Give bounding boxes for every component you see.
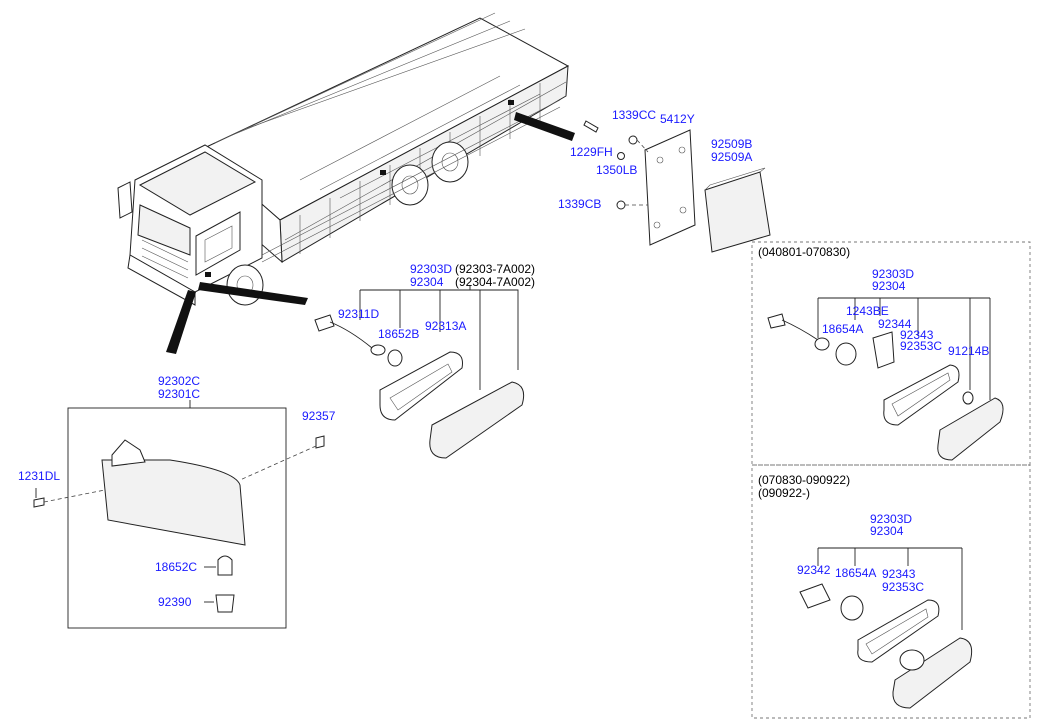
label-92304[interactable]: 92304 — [410, 275, 444, 289]
pointer-swoosh-side — [198, 282, 308, 305]
label-92390[interactable]: 92390 — [158, 595, 192, 609]
bulb-18652C — [217, 555, 233, 576]
nut-1339CC — [628, 135, 638, 145]
label-92509A[interactable]: 92509A — [711, 150, 752, 164]
label-b1-92303D[interactable]: 92303D — [872, 267, 914, 281]
socket-92342 — [799, 583, 831, 609]
side-repeater-group — [314, 285, 525, 459]
corner-lamp-92302C — [101, 459, 246, 546]
label-b2-92343[interactable]: 92343 — [882, 567, 916, 581]
screw-1229FH — [583, 120, 599, 133]
nut-92357 — [315, 435, 325, 449]
label-1350LB[interactable]: 1350LB — [596, 163, 637, 177]
gasket-92313A — [379, 351, 463, 421]
label-1231DL[interactable]: 1231DL — [18, 469, 60, 483]
variant-2004-parts — [767, 297, 1004, 461]
label-b1-92353C[interactable]: 92353C — [900, 339, 942, 353]
bulb-18652B — [387, 349, 403, 367]
lens-92303D-2004 — [937, 397, 1004, 461]
box2-period-1: (070830-090922) — [758, 473, 850, 487]
license-plate-assembly — [583, 120, 771, 253]
lens-92303D-2007 — [892, 637, 973, 709]
label-18652B[interactable]: 18652B — [378, 327, 419, 341]
label-92357[interactable]: 92357 — [302, 409, 336, 423]
label-92313A[interactable]: 92313A — [425, 319, 466, 333]
bracket-92344 — [872, 331, 895, 369]
label-b1-92344[interactable]: 92344 — [878, 317, 912, 331]
label-5412Y[interactable]: 5412Y — [660, 112, 695, 126]
label-b2-92303D[interactable]: 92303D — [870, 512, 912, 526]
box2-period-2: (090922-) — [758, 486, 810, 500]
side-lens-92303D — [429, 381, 525, 459]
label-92303-7A002: (92303-7A002) — [455, 262, 535, 276]
label-92304-7A002: (92304-7A002) — [455, 275, 535, 289]
label-b2-92353C[interactable]: 92353C — [882, 580, 924, 594]
variant-2007-parts — [799, 547, 973, 709]
gasket-92343-2007 — [857, 599, 940, 663]
label-92302C[interactable]: 92302C — [158, 374, 200, 388]
label-1339CB[interactable]: 1339CB — [558, 197, 601, 211]
connector-92311D — [314, 314, 335, 332]
label-b1-18654A[interactable]: 18654A — [822, 322, 863, 336]
label-b2-18654A[interactable]: 18654A — [835, 566, 876, 580]
variant-box-2004 — [751, 241, 1031, 466]
box1-period: (040801-070830) — [758, 245, 850, 259]
label-b2-92342[interactable]: 92342 — [797, 563, 831, 577]
corner-lamp-group — [33, 400, 325, 613]
truck-illustration — [117, 12, 570, 306]
label-1339CC[interactable]: 1339CC — [612, 108, 656, 122]
corner-lamp-box — [67, 407, 287, 629]
label-92311D[interactable]: 92311D — [338, 307, 379, 321]
pointer-swoosh-front — [166, 290, 196, 354]
label-b1-1243BE[interactable]: 1243BE — [846, 304, 889, 318]
label-b2-92304[interactable]: 92304 — [870, 524, 904, 538]
label-b1-92304[interactable]: 92304 — [872, 279, 906, 293]
bulb-18654A-2007 — [840, 595, 864, 621]
label-18652C[interactable]: 18652C — [155, 560, 197, 574]
label-b1-91214B[interactable]: 91214B — [948, 344, 989, 358]
variant-box-2007 — [751, 464, 1031, 719]
label-b1-92343[interactable]: 92343 — [900, 328, 934, 342]
plate-bracket-5412Y — [644, 129, 696, 246]
label-92303D[interactable]: 92303D — [410, 262, 452, 276]
gasket-92343-2004 — [883, 364, 960, 426]
label-92509B[interactable]: 92509B — [711, 137, 752, 151]
washer-1350LB — [617, 152, 625, 160]
screw-1231DL — [33, 497, 45, 508]
plate-lamp-92509 — [704, 171, 771, 253]
bulb-18654A-2004 — [835, 342, 857, 366]
label-1229FH[interactable]: 1229FH — [570, 145, 613, 159]
nut-1339CB — [616, 200, 626, 210]
socket-92390 — [215, 594, 235, 613]
label-92301C[interactable]: 92301C — [158, 387, 200, 401]
pointer-swoosh-rear — [514, 112, 575, 141]
